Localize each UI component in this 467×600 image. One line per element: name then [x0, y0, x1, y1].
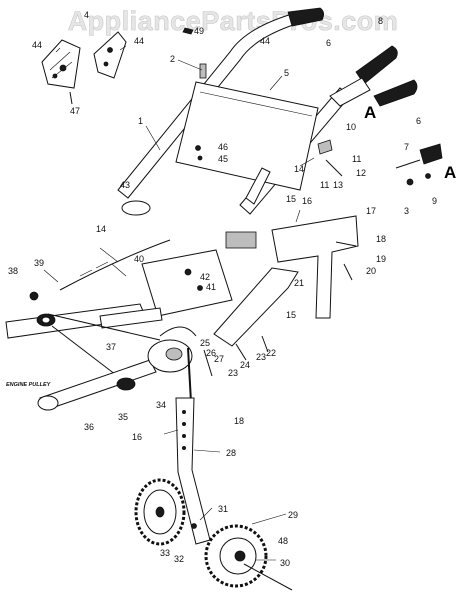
callout: 34 [156, 400, 166, 410]
callout: 12 [356, 168, 366, 178]
callout: 48 [278, 536, 288, 546]
callout: 47 [70, 106, 80, 116]
callout: 13 [333, 180, 343, 190]
drive-belt [47, 313, 161, 379]
clip-assembly-a [395, 143, 443, 186]
callout: 9 [432, 196, 437, 206]
callout: 21 [294, 278, 304, 288]
callout: 41 [206, 282, 216, 292]
callout: 5 [284, 68, 289, 78]
handle-grip-top [287, 7, 324, 27]
callout: 43 [120, 180, 130, 190]
callout: 46 [218, 142, 228, 152]
callout: 36 [84, 422, 94, 432]
nut-38 [29, 291, 39, 301]
frame-rail-15 [213, 267, 299, 347]
control-bracket-left [41, 39, 81, 89]
callout: 18 [376, 234, 386, 244]
callout: 15 [286, 194, 296, 204]
control-bracket-right [93, 31, 127, 79]
callout: 7 [404, 142, 409, 152]
callout: 23 [256, 352, 266, 362]
callout: 44 [134, 36, 144, 46]
callout: 6 [416, 116, 421, 126]
callout: 45 [218, 154, 228, 164]
callout: 18 [234, 416, 244, 426]
callout: 30 [280, 558, 290, 568]
handle-grip-right-2 [373, 79, 418, 107]
wheel-left [134, 478, 186, 546]
callout: 11 [352, 154, 361, 164]
callout: 22 [266, 348, 276, 358]
callout: 38 [8, 266, 18, 276]
callout: 24 [240, 360, 250, 370]
idler-pulley [116, 377, 136, 391]
callout: 17 [366, 206, 376, 216]
callout: 8 [378, 16, 383, 26]
callout: 40 [134, 254, 144, 264]
rod-15 [245, 167, 271, 205]
mount-plate [141, 249, 233, 317]
callout: 42 [200, 272, 210, 282]
callout: 15 [286, 310, 296, 320]
callout: 10 [346, 122, 356, 132]
callout: 20 [366, 266, 376, 276]
callout: 44 [32, 40, 42, 50]
callout: 49 [194, 26, 204, 36]
frame-bracket-17 [271, 215, 359, 319]
callout: 29 [288, 510, 298, 520]
callout: 27 [214, 354, 224, 364]
engine-pulley-caption: ENGINE PULLEY [6, 382, 52, 388]
callout: 14 [294, 164, 304, 174]
handle-panel [175, 81, 319, 191]
wire-loop [121, 200, 151, 216]
view-marker-a: A [444, 163, 456, 182]
view-marker-a: A [364, 103, 376, 122]
callout-numbers: 44 4 44 47 49 44 6 8 6 2 5 1 46 45 43 10… [8, 10, 437, 568]
callout: 11 [320, 180, 329, 190]
axle-bolt [243, 563, 293, 591]
callout: 32 [174, 554, 184, 564]
watermark-text: AppliancePartsPros.com [68, 6, 399, 36]
callout: 23 [228, 368, 238, 378]
handle-grip-right-1 [355, 45, 398, 85]
callout: 35 [118, 412, 128, 422]
callout: 39 [34, 258, 44, 268]
callout: 31 [218, 504, 228, 514]
callout: 16 [132, 432, 142, 442]
wheel-right [204, 524, 268, 588]
callout: 37 [106, 342, 116, 352]
callout: 6 [326, 38, 331, 48]
callout: 1 [138, 116, 143, 126]
callout: 14 [96, 224, 106, 234]
callout: 26 [206, 348, 216, 358]
callout: 3 [404, 206, 409, 216]
callout: 16 [302, 196, 312, 206]
callout: 25 [200, 338, 210, 348]
pivot-pin [199, 63, 207, 79]
callout: 44 [260, 36, 270, 46]
callout: 28 [226, 448, 236, 458]
callout: 33 [160, 548, 170, 558]
spacer-block [225, 231, 257, 249]
callout: 4 [84, 10, 89, 20]
callout: 19 [376, 254, 386, 264]
callout: 2 [170, 54, 175, 64]
leader-lines [43, 45, 315, 561]
